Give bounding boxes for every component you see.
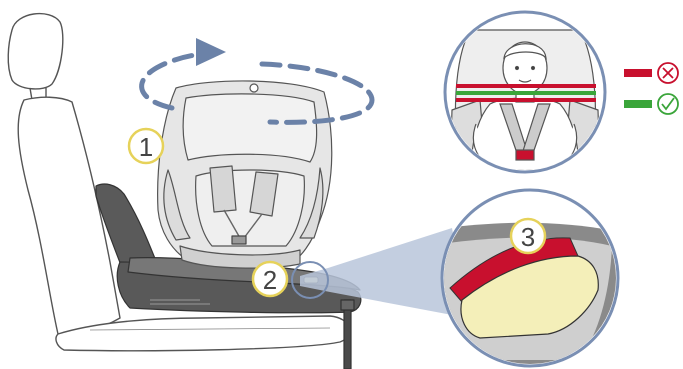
child-seat-headrest [183, 94, 316, 162]
legend-correct [624, 94, 678, 114]
vehicle-headrest [8, 14, 63, 89]
harness-buckle [232, 236, 246, 244]
check-circle-icon [658, 94, 678, 114]
legend-wrong [624, 63, 678, 83]
harness-line-red-lower [456, 98, 596, 102]
harness-line-red-upper [456, 84, 596, 88]
callout-2: 2 [253, 262, 287, 296]
harness-detail-circle [445, 12, 605, 172]
callout-2-label: 2 [263, 265, 277, 295]
harness-line-green [456, 91, 596, 95]
callout-3-label: 3 [521, 222, 535, 252]
indicator-detail-circle [430, 190, 640, 369]
shoulder-pad-left [210, 166, 236, 212]
cross-circle-icon [658, 63, 678, 83]
callout-1: 1 [129, 129, 163, 163]
callout-1-label: 1 [139, 132, 153, 162]
child-car-seat [158, 81, 332, 268]
callout-3: 3 [511, 219, 545, 253]
